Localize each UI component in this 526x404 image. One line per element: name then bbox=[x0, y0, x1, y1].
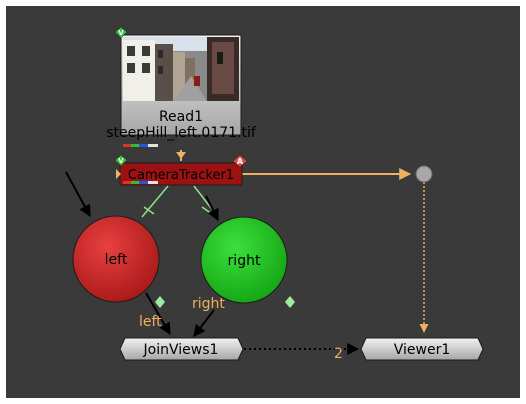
joinviews-node-body[interactable] bbox=[119, 337, 244, 361]
viewer-input-label: 2 bbox=[334, 346, 343, 362]
pipe-arrow-read-to-tracker bbox=[176, 152, 186, 159]
input-arrow-left[interactable] bbox=[65, 171, 91, 218]
joinviews-node[interactable]: JoinViews1 bbox=[119, 337, 244, 361]
joinviews-input-label-right: right bbox=[192, 296, 225, 312]
joinviews-node-title: JoinViews1 bbox=[143, 342, 219, 358]
tracker-node[interactable]: CameraTracker1 V A bbox=[114, 154, 248, 186]
joinviews-input-label-left: left bbox=[139, 314, 162, 330]
read-node-channel-bar bbox=[123, 144, 158, 147]
pipe-left-to-joinviews[interactable] bbox=[145, 292, 171, 336]
node-graph-canvas: Read1 steepHill_left.0171.tif V CameraTr… bbox=[65, 26, 484, 362]
read-node-filename: steepHill_left.0171.tif bbox=[106, 125, 257, 141]
read-node-view-badge: V bbox=[114, 26, 128, 39]
input-arrow-right[interactable] bbox=[205, 195, 219, 222]
read-node-title: Read1 bbox=[159, 109, 203, 125]
tracker-node-channel-bar bbox=[123, 181, 158, 184]
right-view-dot bbox=[285, 296, 295, 308]
link-tick-left bbox=[143, 206, 155, 215]
right-node-body[interactable] bbox=[200, 216, 288, 304]
dot-node[interactable] bbox=[415, 165, 433, 183]
left-node[interactable]: left bbox=[72, 215, 160, 303]
svg-text:A: A bbox=[237, 157, 244, 166]
right-node-title: right bbox=[228, 253, 261, 269]
left-node-body[interactable] bbox=[72, 215, 160, 303]
viewer-node-title: Viewer1 bbox=[394, 342, 451, 358]
left-node-title: left bbox=[105, 252, 128, 268]
tracker-node-view-badge: V bbox=[114, 154, 128, 167]
tracker-node-alert-badge: A bbox=[232, 154, 248, 168]
read-node[interactable]: Read1 steepHill_left.0171.tif V bbox=[106, 26, 257, 147]
left-view-dot bbox=[155, 296, 165, 308]
viewer-node[interactable]: Viewer1 bbox=[360, 337, 484, 361]
pipe-right-to-joinviews[interactable] bbox=[193, 309, 215, 337]
right-node[interactable]: right bbox=[200, 216, 288, 304]
svg-text:V: V bbox=[118, 29, 124, 37]
node-graph[interactable]: Read1 steepHill_left.0171.tif V CameraTr… bbox=[6, 6, 520, 398]
read-node-thumbnail bbox=[123, 37, 239, 101]
tracker-node-title: CameraTracker1 bbox=[128, 168, 234, 183]
link-tracker-to-left[interactable] bbox=[141, 185, 169, 218]
tracker-input-arrow bbox=[116, 169, 121, 179]
svg-text:V: V bbox=[118, 157, 124, 165]
viewer-node-body[interactable] bbox=[360, 337, 484, 361]
